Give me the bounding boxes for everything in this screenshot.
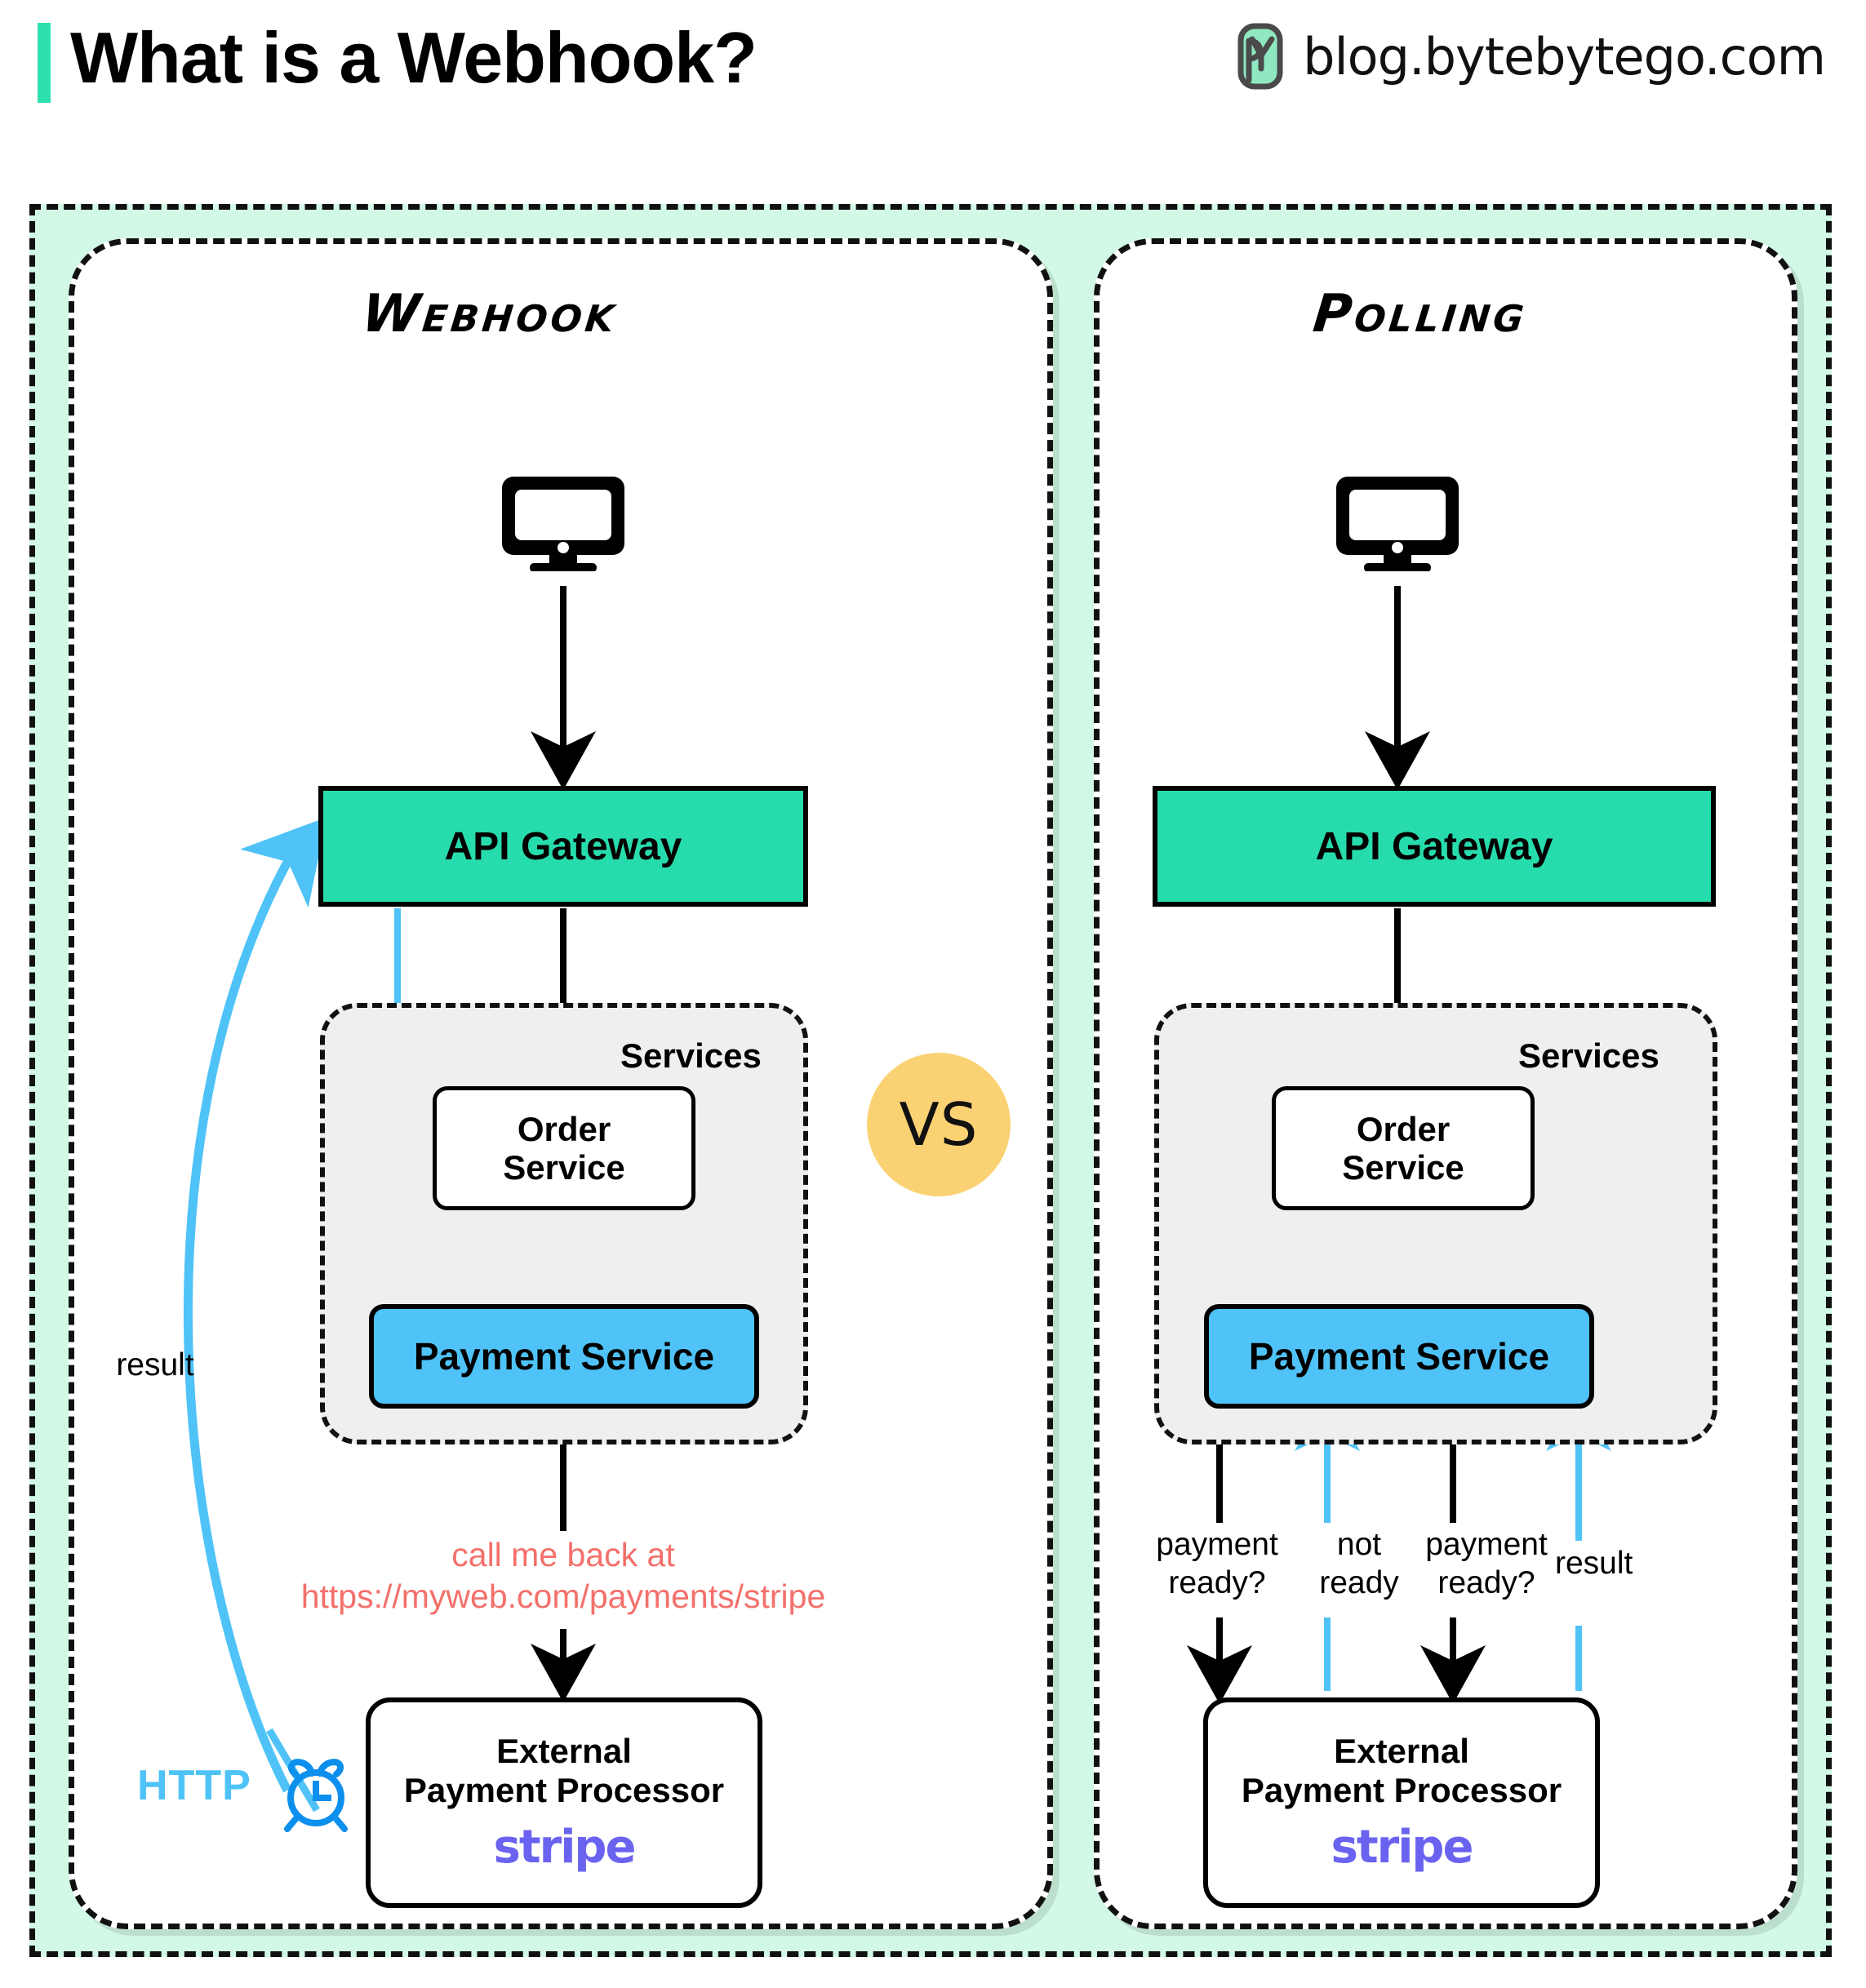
- label-poll-request-1: payment ready?: [1133, 1526, 1301, 1603]
- api-gateway-webhook[interactable]: API Gateway: [318, 786, 808, 907]
- http-label: HTTP: [137, 1762, 251, 1809]
- order-service-line1: Order: [517, 1109, 611, 1148]
- order-service-line2: Service: [1342, 1148, 1464, 1187]
- payment-service-polling[interactable]: Payment Service: [1204, 1304, 1594, 1409]
- stripe-logo: stripe: [1331, 1821, 1474, 1875]
- bytebytego-logo-icon: [1236, 23, 1285, 90]
- client-monitor-icon-webhook: [494, 473, 633, 575]
- panel-title-webhook: Webhook: [358, 284, 621, 344]
- label-result-polling: result: [1555, 1546, 1633, 1581]
- poll-reply-line2: ready: [1319, 1564, 1399, 1600]
- external-line1: External: [496, 1731, 632, 1770]
- callback-note-line2: https://myweb.com/payments/stripe: [300, 1577, 826, 1615]
- external-line2: Payment Processor: [403, 1770, 725, 1809]
- external-line1: External: [1334, 1731, 1469, 1770]
- external-payment-processor-polling[interactable]: External Payment Processor stripe: [1203, 1697, 1600, 1908]
- page-header: What is a Webhook? blog.bytebytego.com: [0, 0, 1866, 137]
- stripe-logo: stripe: [493, 1821, 637, 1875]
- client-monitor-icon-polling: [1328, 473, 1467, 575]
- external-payment-processor-webhook[interactable]: External Payment Processor stripe: [366, 1697, 762, 1908]
- brand-block: blog.bytebytego.com: [1236, 23, 1826, 90]
- title-accent-bar: [38, 23, 51, 103]
- order-service-webhook[interactable]: Order Service: [433, 1086, 695, 1210]
- poll-reply-line1: not: [1336, 1527, 1382, 1562]
- services-group-label-polling: Services: [1518, 1036, 1659, 1075]
- order-service-polling[interactable]: Order Service: [1272, 1086, 1535, 1210]
- api-gateway-polling[interactable]: API Gateway: [1153, 786, 1716, 907]
- order-service-line1: Order: [1356, 1109, 1451, 1148]
- poll-2-line2: ready?: [1437, 1564, 1535, 1600]
- order-service-line2: Service: [503, 1148, 625, 1187]
- poll-2-line1: payment: [1425, 1527, 1548, 1562]
- label-result-webhook: result: [116, 1347, 194, 1382]
- poll-1-line2: ready?: [1168, 1564, 1266, 1600]
- label-poll-reply-not-ready: not ready: [1300, 1526, 1419, 1603]
- callback-note-line1: call me back at: [451, 1536, 675, 1573]
- brand-text: blog.bytebytego.com: [1303, 26, 1826, 87]
- poll-1-line1: payment: [1156, 1527, 1278, 1562]
- webhook-callback-note: call me back at https://myweb.com/paymen…: [261, 1534, 865, 1617]
- panel-title-polling: Polling: [1310, 284, 1531, 344]
- alarm-clock-icon: [276, 1753, 356, 1833]
- services-group-label-webhook: Services: [620, 1036, 762, 1075]
- page-title: What is a Webhook?: [70, 17, 758, 98]
- label-poll-request-2: payment ready?: [1402, 1526, 1571, 1603]
- vs-badge: VS: [867, 1053, 1011, 1196]
- payment-service-webhook[interactable]: Payment Service: [369, 1304, 759, 1409]
- external-line2: Payment Processor: [1241, 1770, 1562, 1809]
